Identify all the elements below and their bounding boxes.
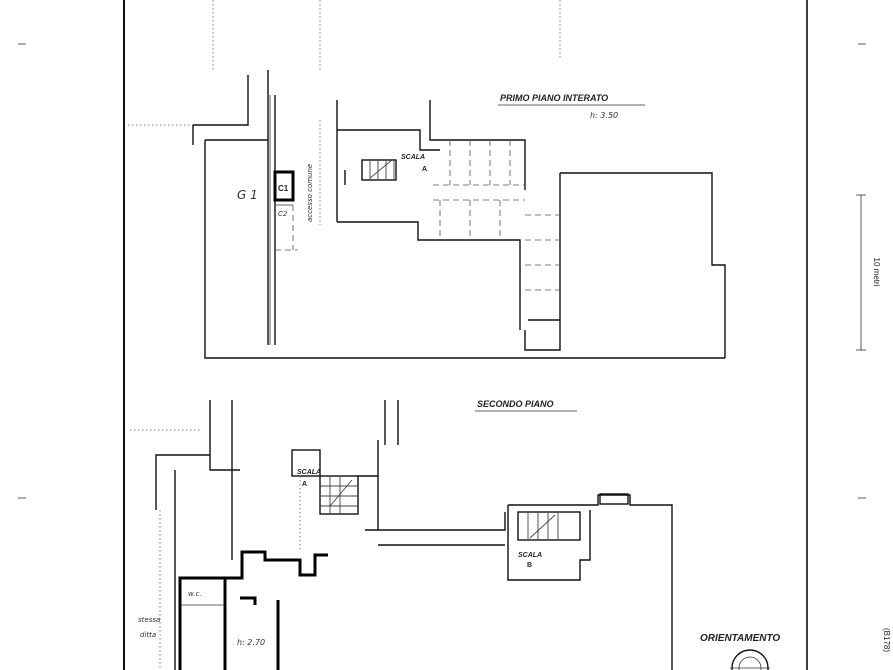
corner-code: (B178): [882, 628, 891, 652]
scale-bar: 10 metri: [856, 194, 881, 351]
room-label-wc: w.c.: [188, 590, 202, 598]
stair-a-letter: A: [422, 166, 427, 173]
stair-a2-letter: A: [302, 481, 307, 488]
floor1-plan: [192, 70, 726, 359]
room-label-h270: h: 2.70: [237, 638, 265, 647]
room-label-ditta: ditta: [140, 631, 156, 639]
stair-b-letter: B: [527, 562, 532, 569]
floor2-plan: [155, 400, 673, 670]
stair-b-label: SCALA: [518, 552, 542, 559]
room-label-c1: C1: [278, 184, 289, 193]
floor1-title: PRIMO PIANO INTERATO: [500, 93, 608, 103]
registration-marks: [18, 43, 866, 499]
stair-a2-label: SCALA: [297, 469, 321, 476]
scale-bar-label: 10 metri: [872, 258, 881, 287]
floor1-height-label: h: 3.50: [590, 111, 618, 120]
room-label-c2: C2: [278, 210, 288, 218]
room-label-g1: G 1: [237, 188, 258, 202]
stair-a-label: SCALA: [401, 154, 425, 161]
compass-icon: [730, 649, 770, 670]
floor2-title: SECONDO PIANO: [477, 399, 554, 409]
orientation-label: ORIENTAMENTO: [700, 633, 780, 644]
room-label-stessa: stessa: [138, 616, 160, 624]
sheet-frame: [123, 0, 808, 670]
room-label-accesso-comune: accesso comune: [306, 164, 314, 222]
